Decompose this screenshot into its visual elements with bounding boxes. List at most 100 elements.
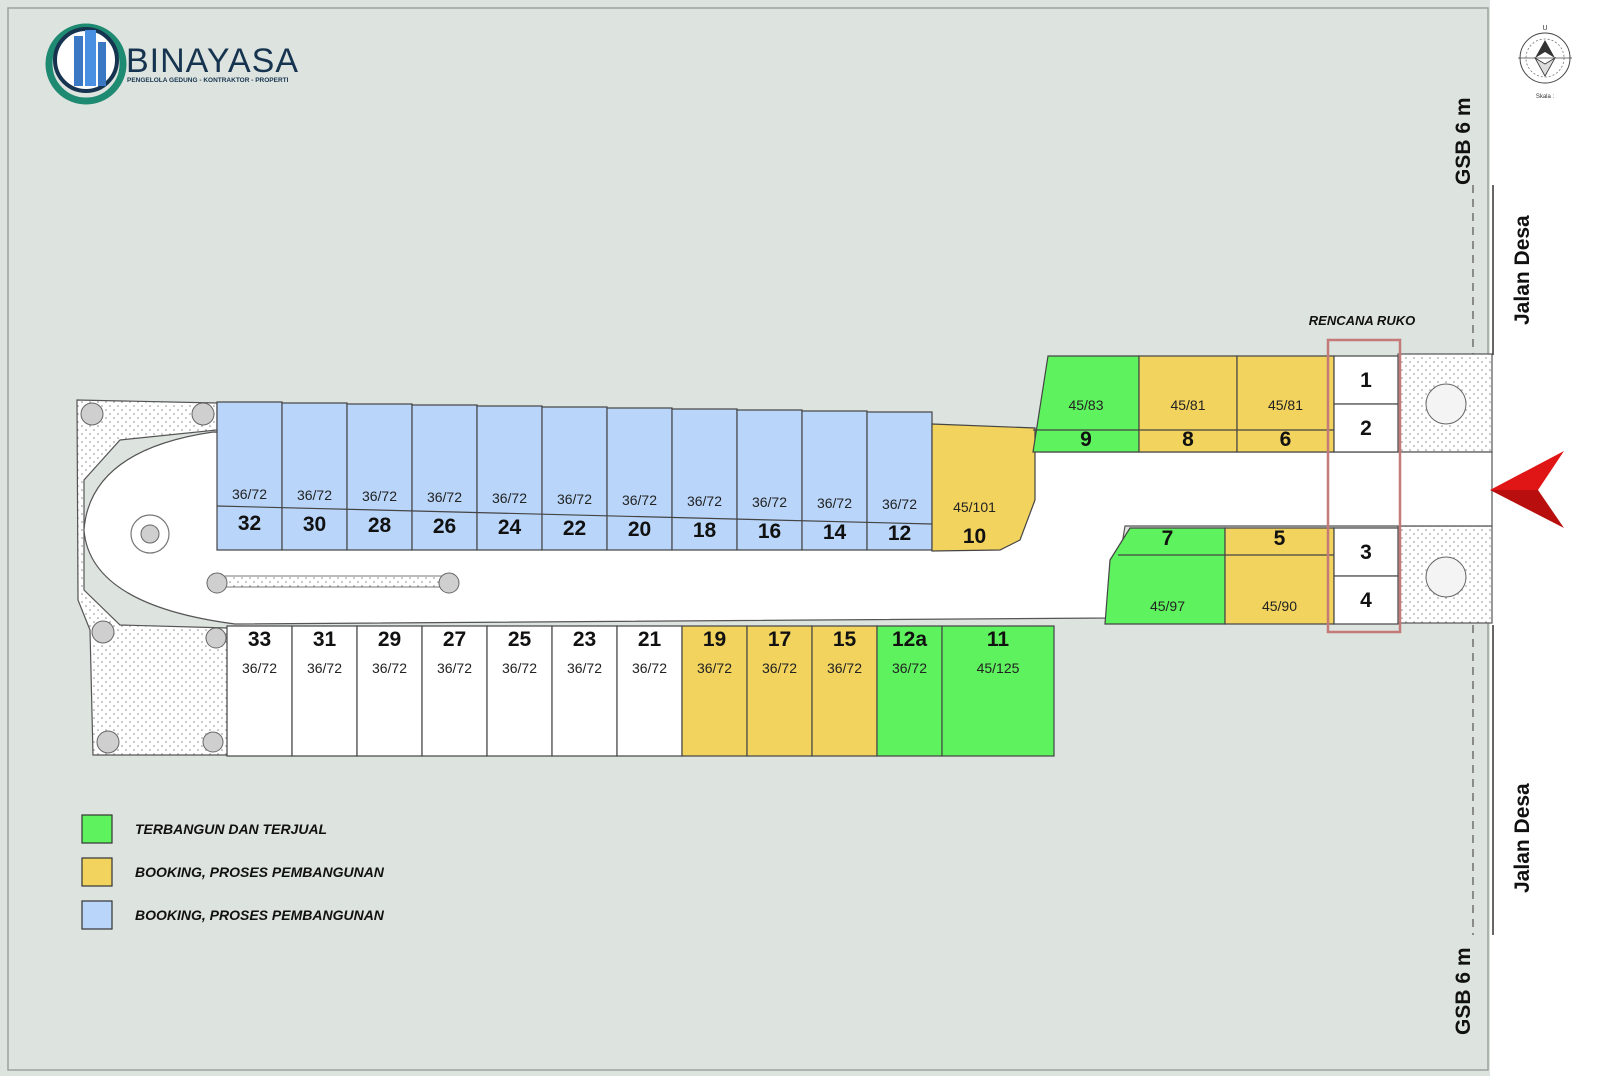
lot-shape [216,401,283,551]
ruko-unit-4[interactable]: 4 [1333,575,1399,625]
lot-shape [736,409,803,551]
lot-size: 45/81 [1268,397,1303,413]
lot-shape [811,625,878,757]
lot-number: 16 [758,520,781,543]
lot-size: 36/72 [372,660,407,676]
lot-number: 22 [563,517,586,540]
lot-number: 11 [987,628,1010,651]
lot-number: 27 [443,628,466,651]
lot-shape [746,625,813,757]
gsb-label-bottom: GSB 6 m [1452,947,1475,1035]
lot-11[interactable]: 45/125 11 [941,625,1055,757]
lot-29[interactable]: 36/72 29 [356,625,423,757]
ruko-unit-3[interactable]: 3 [1333,527,1399,577]
lot-shape [1236,355,1335,453]
lot-number: 21 [638,628,662,651]
lot-9[interactable]: 45/839 [1032,355,1140,453]
lot-number: 2 [1360,417,1372,440]
lot-size: 36/72 [697,660,732,676]
lot-shape [411,404,478,551]
legend-swatch [81,857,113,887]
lot-shape [476,405,543,551]
legend-swatch [81,814,113,844]
lot-size: 36/72 [362,488,397,504]
legend-item: TERBANGUN DAN TERJUAL [81,814,327,844]
compass-icon: U Skala : [1518,25,1572,100]
legend-swatch [81,900,113,930]
lot-shape [606,407,673,551]
lot-number: 6 [1280,428,1292,451]
landscape-areas [76,353,1493,756]
ruko-unit-1[interactable]: 1 [1333,355,1399,405]
lot-size: 36/72 [762,660,797,676]
ruko-unit-2[interactable]: 2 [1333,403,1399,453]
brand-tagline: PENGELOLA GEDUNG - KONTRAKTOR - PROPERTI [127,77,289,84]
entrance-arrow-icon[interactable] [1490,451,1564,528]
legend-item: BOOKING, PROSES PEMBANGUNAN [81,857,385,887]
lot-size: 45/81 [1170,397,1205,413]
lot-number: 29 [378,628,401,651]
lot-size: 36/72 [232,486,267,502]
legend-label: BOOKING, PROSES PEMBANGUNAN [135,907,385,923]
lot-shape [941,625,1055,757]
lot-number: 19 [703,628,726,651]
lot-27[interactable]: 36/72 27 [421,625,488,757]
lot-size: 36/72 [502,660,537,676]
lot-size: 36/72 [307,660,342,676]
lot-size: 36/72 [437,660,472,676]
lot-size: 36/72 [687,493,722,509]
legend-label: TERBANGUN DAN TERJUAL [135,821,327,837]
lot-22[interactable]: 36/72 22 [541,406,608,551]
lot-number: 18 [693,519,717,542]
lot-shape [1333,527,1399,577]
lot-size: 36/72 [297,487,332,503]
lot-number: 32 [238,512,261,535]
lot-shape [226,625,293,757]
lot-size: 36/72 [752,494,787,510]
lot-18[interactable]: 36/72 18 [671,408,738,551]
lot-number: 1 [1360,369,1372,392]
ruko-outline [1326,338,1402,634]
lot-shape [1104,527,1226,625]
legend: TERBANGUN DAN TERJUAL BOOKING, PROSES PEM… [81,814,385,930]
lot-size: 45/125 [977,660,1020,676]
lot-number: 26 [433,515,456,538]
lot-32[interactable]: 36/72 32 [216,401,283,551]
lot-number: 33 [248,628,271,651]
lot-size: 36/72 [557,491,592,507]
lot-19[interactable]: 36/72 19 [681,625,748,757]
lot-size: 36/72 [817,495,852,511]
lot-number: 4 [1360,589,1372,612]
scale-label: Skala : [1536,94,1555,100]
lot-8[interactable]: 45/818 [1138,355,1238,453]
brand-name: BINAYASA [126,42,299,80]
lot-shape [551,625,618,757]
lot-7[interactable]: 45/977 [1104,527,1226,625]
compass-north: U [1542,25,1547,32]
lot-shape [1224,527,1335,625]
tree-symbols [80,383,1467,754]
lot-16[interactable]: 36/72 16 [736,409,803,551]
lot-shape [931,423,1036,552]
lot-5[interactable]: 45/905 [1224,527,1335,625]
lot-number: 24 [498,516,522,539]
lot-number: 15 [833,628,857,651]
lot-6[interactable]: 45/81 6 [1236,355,1335,453]
